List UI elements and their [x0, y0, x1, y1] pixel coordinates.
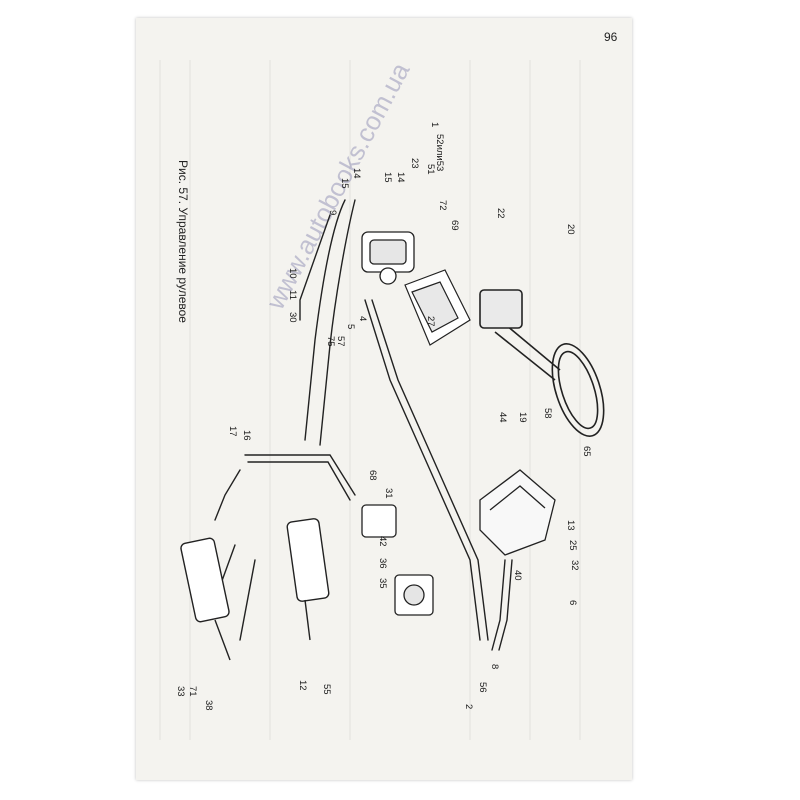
callout-11: 11 [287, 290, 298, 300]
callout-51: 51 [425, 164, 436, 175]
callout-2: 2 [463, 704, 474, 709]
page-number: 96 [604, 30, 618, 44]
callout-17: 17 [227, 426, 238, 437]
distributor-block [361, 231, 415, 285]
callout-56: 56 [477, 682, 488, 693]
hydraulic-cylinders [180, 518, 330, 661]
callout-20: 20 [565, 224, 576, 235]
callout-68: 68 [367, 470, 378, 481]
callout-75: 75 [325, 336, 336, 347]
callout-13: 13 [565, 520, 576, 531]
callout-35: 35 [377, 578, 388, 589]
callout-69: 69 [449, 220, 460, 231]
callout-72: 72 [437, 200, 448, 211]
callout-22: 22 [495, 208, 506, 219]
callout-65: 65 [581, 446, 592, 457]
steering-wheel [479, 289, 605, 437]
callout-55: 55 [321, 684, 332, 695]
callout-57: 57 [335, 336, 346, 347]
callout-5: 5 [345, 324, 356, 329]
manual-page [136, 18, 632, 780]
pump-block [361, 504, 434, 616]
oil-tank [479, 469, 556, 556]
callout-19: 19 [517, 412, 528, 423]
callout-14: 14 [351, 168, 362, 179]
mounting-plate [404, 269, 471, 346]
callout-40: 40 [512, 570, 523, 581]
callout-15b: 15 [382, 172, 393, 183]
callout-36: 36 [377, 558, 388, 569]
callout-15: 15 [339, 178, 350, 189]
callout-16: 16 [241, 430, 252, 441]
callout-9: 9 [327, 210, 338, 215]
callout-30: 30 [287, 312, 298, 323]
callout-6: 6 [567, 600, 578, 605]
callout-38: 38 [203, 700, 214, 711]
callout-32: 32 [569, 560, 580, 571]
callout-31: 31 [383, 488, 394, 499]
callout-71: 71 [187, 686, 198, 697]
callout-23: 23 [409, 158, 420, 169]
callout-42: 42 [377, 536, 388, 547]
callout-33: 33 [175, 686, 186, 697]
callout-12: 12 [297, 680, 308, 691]
callout-25: 25 [567, 540, 578, 551]
callout-52-53: 52или53 [434, 134, 445, 171]
callout-14b: 14 [395, 172, 406, 183]
callout-10: 10 [287, 268, 298, 279]
callout-58: 58 [542, 408, 553, 419]
callout-44: 44 [497, 412, 508, 423]
callout-27: 27 [425, 316, 436, 327]
bleed-through-table [159, 60, 581, 740]
callout-4: 4 [357, 316, 368, 321]
callout-8: 8 [489, 664, 500, 669]
callout-1: 1 [429, 122, 440, 127]
